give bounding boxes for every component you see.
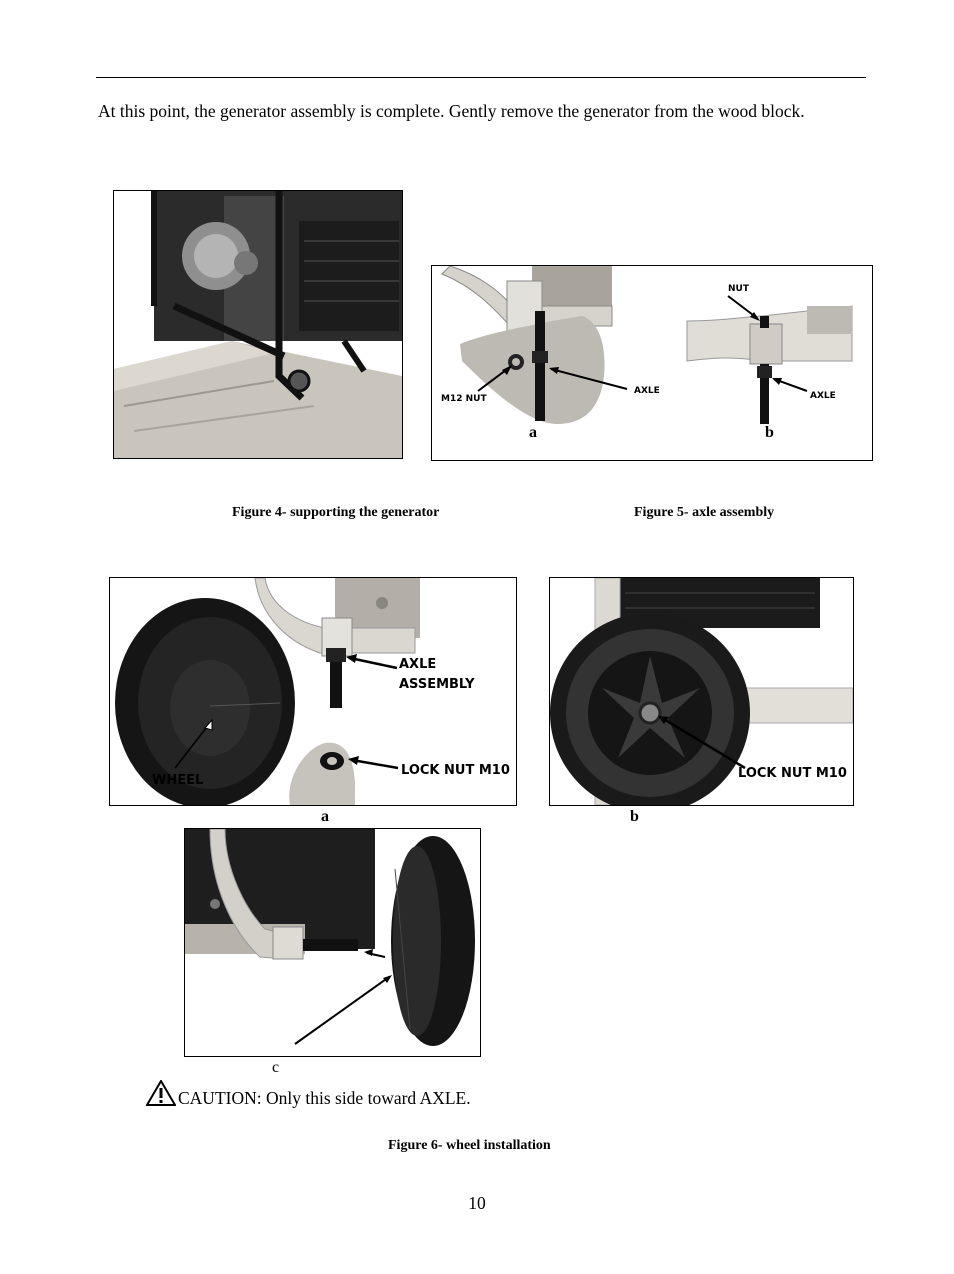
page-number: 10 <box>468 1193 486 1213</box>
caution-note: CAUTION: Only this side toward AXLE. <box>145 1079 471 1111</box>
figure-5-photo <box>431 265 873 461</box>
figure-4-caption: Figure 4- supporting the generator <box>232 505 440 520</box>
warning-triangle-icon <box>145 1079 177 1111</box>
fig6a-label-lock-nut: LOCK NUT M10 <box>401 763 510 778</box>
fig5-panel-a-letter: a <box>529 424 537 441</box>
fig5-label-m12-nut: M12 NUT <box>441 394 487 404</box>
fig5a-label-axle: AXLE <box>634 386 660 396</box>
intro-paragraph: At this point, the generator assembly is… <box>98 101 805 121</box>
caution-text: CAUTION: Only this side toward AXLE. <box>178 1088 471 1108</box>
fig6a-label-axle: AXLE <box>399 657 437 672</box>
figure-6b-photo <box>549 577 854 806</box>
fig6b-label-lock-nut: LOCK NUT M10 <box>738 766 847 781</box>
fig5-panel-b-letter: b <box>765 424 774 441</box>
figure-6-caption: Figure 6- wheel installation <box>388 1138 551 1153</box>
figure-5-caption: Figure 5- axle assembly <box>634 505 775 520</box>
fig6-panel-c-letter: c <box>272 1059 280 1076</box>
fig5b-label-nut: NUT <box>728 284 749 294</box>
fig5b-label-axle: AXLE <box>810 391 836 401</box>
fig6-panel-b-letter: b <box>630 808 639 825</box>
fig6-panel-a-letter: a <box>321 808 329 825</box>
fig6a-label-wheel: WHEEL <box>152 773 204 788</box>
figure-6a-photo <box>109 577 517 806</box>
figure-6c-photo <box>184 828 481 1057</box>
fig6a-label-assembly: ASSEMBLY <box>399 677 475 692</box>
header-rule <box>96 77 866 78</box>
figure-4-photo <box>113 190 403 459</box>
